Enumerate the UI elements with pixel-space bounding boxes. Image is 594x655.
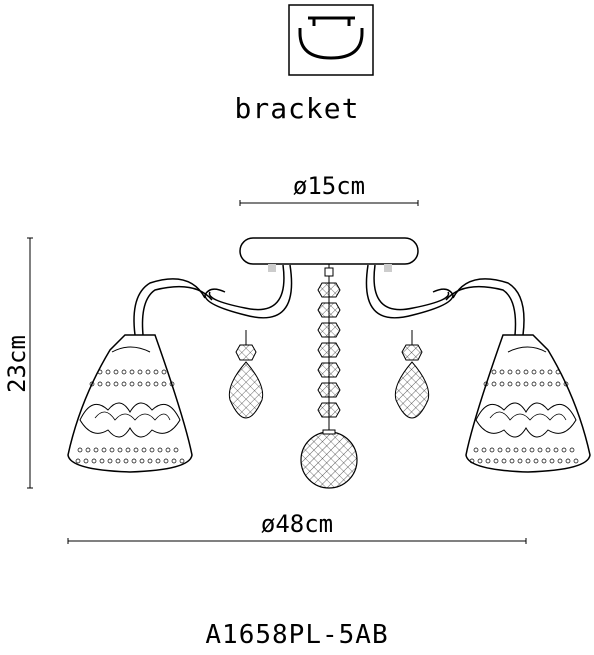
bracket-label: bracket: [234, 92, 360, 125]
lamp-arms: [133, 264, 525, 336]
overall-width-dimension: [67, 538, 527, 544]
overall-width-label: ø48cm: [260, 510, 334, 538]
height-dimension: [27, 237, 33, 489]
height-label: 23cm: [3, 335, 31, 393]
right-glass-shade: [465, 334, 591, 473]
top-width-label: ø15cm: [292, 172, 366, 200]
central-crystal-chain: [300, 264, 358, 489]
left-glass-shade: [67, 334, 193, 473]
top-width-dimension: [239, 200, 419, 206]
model-number: A1658PL-5AB: [205, 620, 389, 650]
bracket-mount-icon: [288, 4, 374, 76]
right-crystal-pendant: [394, 330, 430, 419]
left-crystal-pendant: [228, 330, 264, 419]
